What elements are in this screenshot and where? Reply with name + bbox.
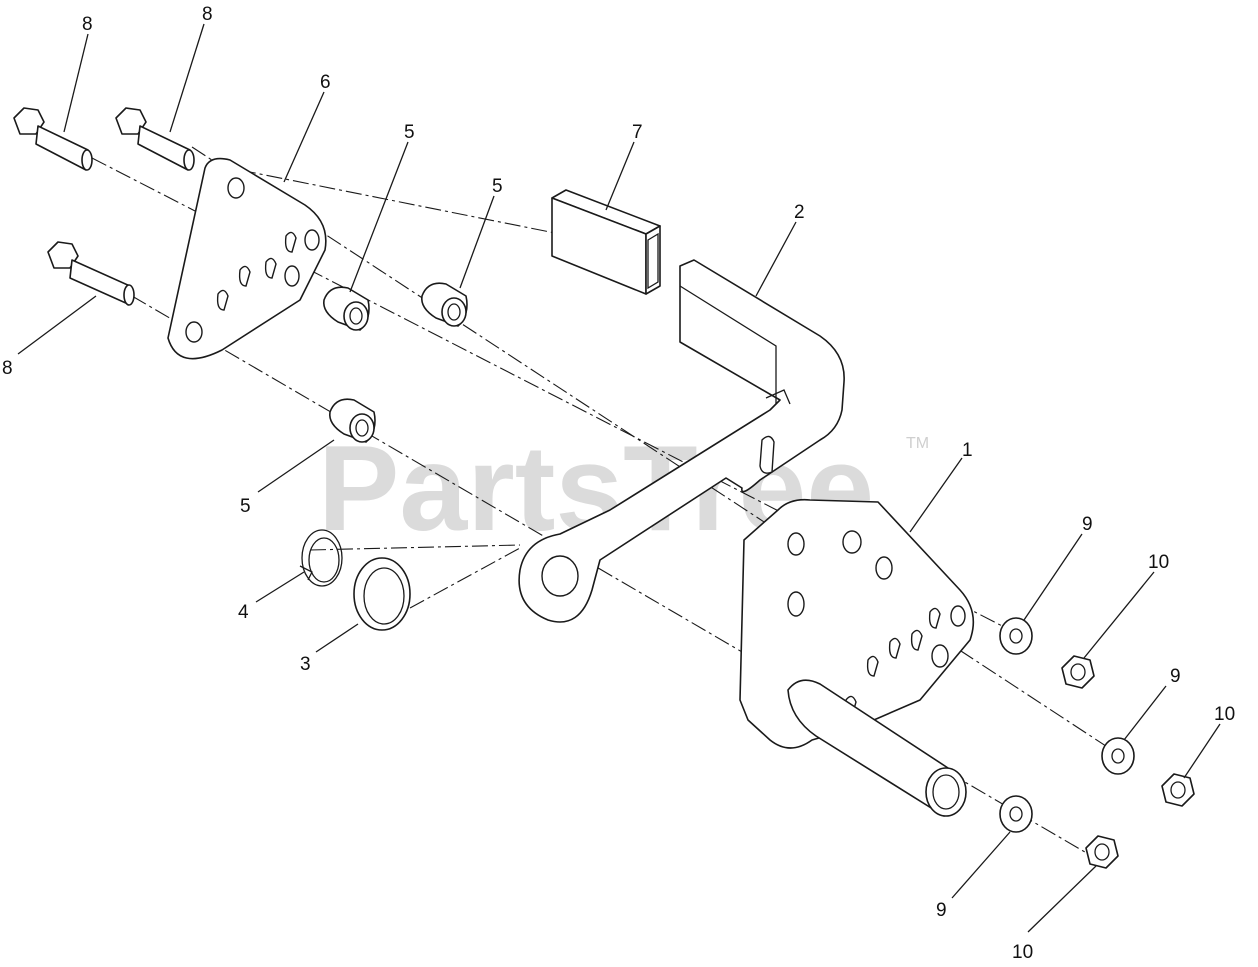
bushing-5-a	[322, 286, 370, 331]
callout-6: 6	[320, 72, 331, 93]
watermark-trademark: TM	[906, 435, 929, 452]
callout-5-c: 5	[240, 496, 251, 517]
washer-3	[353, 557, 411, 631]
nut-10-lower	[1085, 835, 1119, 869]
callout-1: 1	[962, 440, 973, 461]
callout-4: 4	[238, 602, 249, 623]
callout-9-middle: 9	[1170, 666, 1181, 687]
callout-10-lower: 10	[1012, 942, 1033, 963]
leader-lines	[17, 23, 1221, 933]
plate-6	[167, 157, 327, 360]
callout-2: 2	[794, 202, 805, 223]
bushing-5-c	[328, 398, 376, 443]
bolt-8-upper-right	[115, 107, 195, 171]
callout-3: 3	[300, 654, 311, 675]
callout-9-upper: 9	[1082, 514, 1093, 535]
lever-handle-2	[518, 259, 845, 623]
callout-8-upper-left: 8	[82, 14, 93, 35]
washer-9-upper	[999, 617, 1033, 655]
callouts: 8 8 6 5 5 7 2 8 5 1 9 10 4 3 9 10 9 10	[2, 4, 1235, 963]
nut-10-upper	[1061, 655, 1095, 689]
callout-7: 7	[632, 122, 643, 143]
grip-sleeve-7	[551, 189, 661, 295]
nut-10-middle	[1161, 773, 1195, 807]
washer-9-middle	[1101, 737, 1135, 775]
callout-5-a: 5	[404, 122, 415, 143]
bushing-5-b	[420, 282, 468, 327]
callout-9-lower: 9	[936, 900, 947, 921]
retaining-ring-4	[299, 529, 343, 587]
callout-5-b: 5	[492, 176, 503, 197]
callout-8-upper-right: 8	[202, 4, 213, 25]
callout-10-middle: 10	[1214, 704, 1235, 725]
bolt-8-lower	[47, 241, 135, 306]
callout-8-lower: 8	[2, 358, 13, 379]
bolt-8-upper-left	[13, 107, 93, 171]
callout-10-upper: 10	[1148, 552, 1169, 573]
bracket-plate-1	[739, 498, 975, 817]
washer-9-lower	[999, 795, 1033, 833]
